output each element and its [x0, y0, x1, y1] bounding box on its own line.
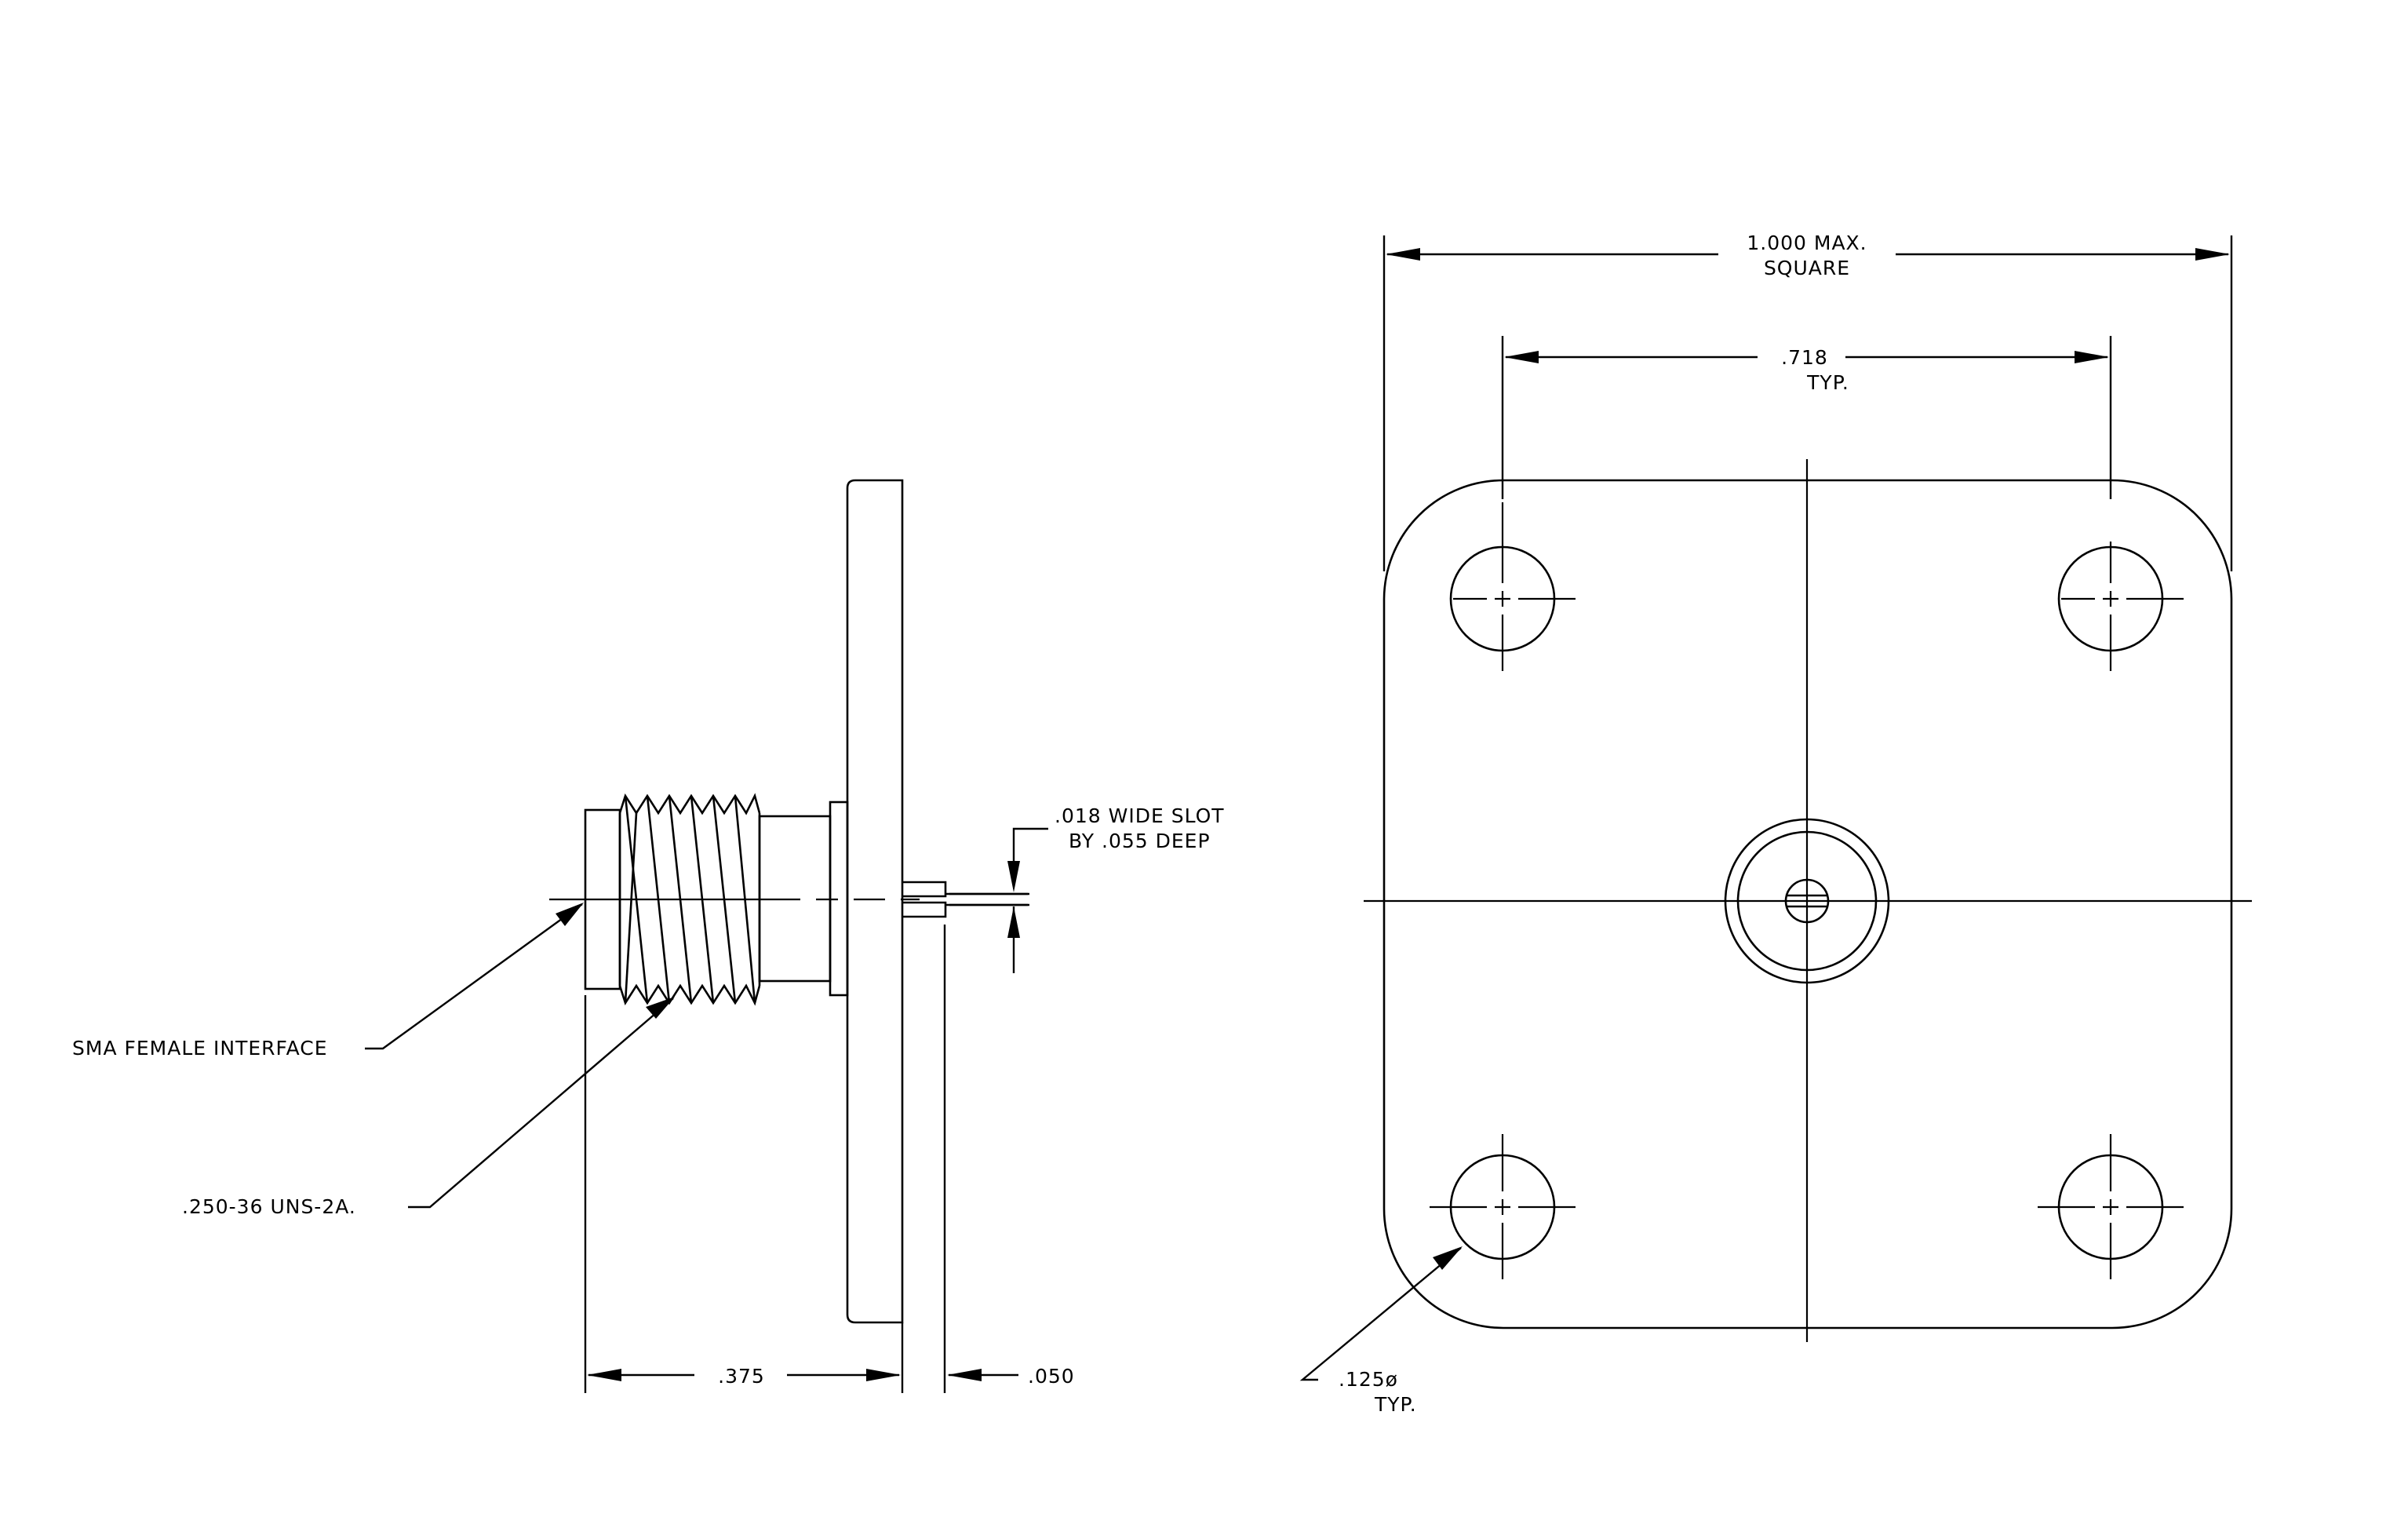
- flange: [846, 479, 904, 1324]
- square-dimension: 1.000 MAX. SQUARE: [1383, 232, 2233, 571]
- flange-thickness-label: .050: [1028, 1365, 1075, 1388]
- square-label-1: 1.000 MAX.: [1747, 232, 1867, 254]
- side-view: .375 .050 .018 WIDE SLOT BY .055 DEEP SM…: [72, 479, 1225, 1393]
- interface-callout: SMA FEMALE INTERFACE: [72, 903, 584, 1060]
- slot-dimension: .018 WIDE SLOT BY .055 DEEP: [949, 804, 1225, 973]
- hole-spacing-label-1: .718: [1781, 346, 1828, 369]
- slot-label-1: .018 WIDE SLOT: [1055, 804, 1225, 827]
- hole-spacing-label-2: TYP.: [1806, 371, 1849, 394]
- hole-diameter-callout: .125ø TYP.: [1299, 1246, 1463, 1416]
- overall-length-label: .375: [718, 1365, 765, 1388]
- interface-label: SMA FEMALE INTERFACE: [72, 1037, 328, 1060]
- hole-diameter-label-2: TYP.: [1374, 1393, 1417, 1416]
- mounting-hole-top-left: [1449, 502, 1576, 671]
- thread-callout: .250-36 UNS-2A.: [182, 997, 675, 1218]
- center-pin: [902, 881, 1028, 918]
- slot-label-2: BY .055 DEEP: [1069, 830, 1211, 852]
- flange-thickness-dimension: .050: [947, 1365, 1075, 1388]
- front-view: 1.000 MAX. SQUARE .718 TYP. .125ø TYP.: [1299, 232, 2252, 1416]
- hole-diameter-label-1: .125ø: [1339, 1368, 1398, 1391]
- mounting-hole-bottom-right: [2038, 1134, 2184, 1279]
- mounting-hole-bottom-left: [1430, 1134, 1576, 1279]
- square-label-2: SQUARE: [1764, 257, 1850, 279]
- thread-label: .250-36 UNS-2A.: [182, 1195, 356, 1218]
- center-contact: [1724, 818, 1890, 984]
- mounting-hole-top-right: [2057, 542, 2184, 671]
- hole-spacing-dimension: .718 TYP.: [1501, 336, 2112, 499]
- overall-length-dimension: .375: [587, 1365, 901, 1388]
